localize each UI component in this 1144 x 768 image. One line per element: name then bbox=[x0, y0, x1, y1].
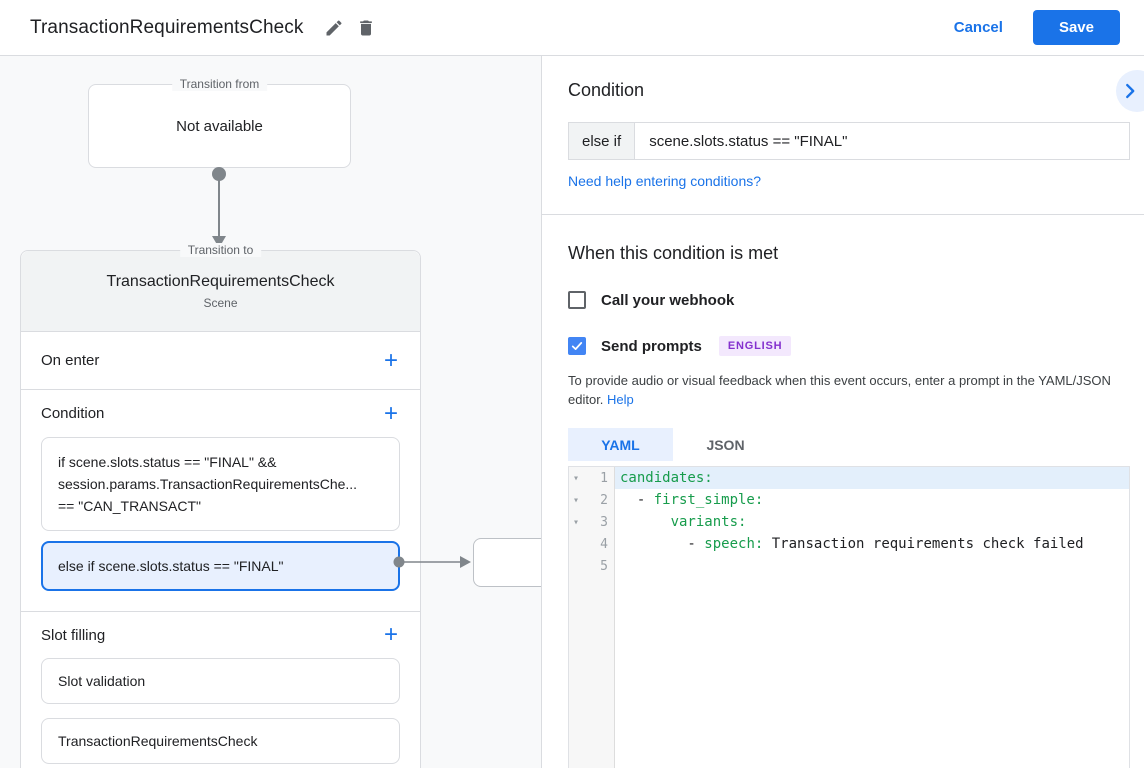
code-line[interactable]: variants: bbox=[670, 514, 747, 530]
line-number: 1 bbox=[600, 470, 608, 486]
condition-line: if scene.slots.status == "FINAL" && bbox=[58, 454, 277, 470]
tab-json[interactable]: JSON bbox=[673, 428, 778, 461]
transition-arrow bbox=[212, 167, 226, 248]
send-prompts-label: Send prompts bbox=[601, 337, 702, 355]
call-webhook-checkbox[interactable] bbox=[568, 291, 586, 309]
scene-type: Scene bbox=[203, 295, 238, 310]
code-line[interactable]: candidates: bbox=[615, 467, 1129, 489]
line-number: 5 bbox=[600, 558, 608, 574]
add-condition-button[interactable]: + bbox=[383, 399, 398, 427]
panel-title: Condition bbox=[568, 80, 645, 100]
line-number: 3 bbox=[600, 514, 608, 530]
chevron-right-icon bbox=[1119, 80, 1141, 102]
cancel-button[interactable]: Cancel bbox=[953, 19, 1003, 36]
add-slot-button[interactable]: + bbox=[383, 621, 398, 648]
transition-to-card: Transition to TransactionRequirementsChe… bbox=[20, 243, 421, 768]
save-button[interactable]: Save bbox=[1032, 10, 1120, 45]
code-line[interactable]: - speech: Transaction requirements check… bbox=[620, 536, 1084, 552]
editor-code-area[interactable]: candidates: - first_simple: variants: - … bbox=[615, 467, 1129, 768]
line-number: 2 bbox=[600, 492, 608, 508]
fold-arrow-icon[interactable]: ▾ bbox=[573, 494, 580, 506]
top-bar: TransactionRequirementsCheck Cancel Save bbox=[0, 0, 1144, 56]
condition-connector-arrow bbox=[393, 556, 471, 568]
prompts-description-text: To provide audio or visual feedback when… bbox=[568, 373, 1111, 407]
editor-gutter-row[interactable]: ▾1 bbox=[569, 467, 614, 489]
editor-gutter-row: 5 bbox=[569, 555, 614, 577]
transition-from-label: Transition from bbox=[171, 77, 268, 91]
slot-validation-item[interactable]: Slot validation bbox=[41, 658, 400, 704]
editor-gutter-row[interactable]: ▾2 bbox=[569, 489, 614, 511]
editor-gutter-row: 4 bbox=[569, 533, 614, 555]
on-enter-label: On enter bbox=[41, 352, 100, 369]
slot-filling-label: Slot filling bbox=[41, 626, 106, 644]
slot-transaction-item[interactable]: TransactionRequirementsCheck bbox=[41, 718, 400, 764]
scene-name: TransactionRequirementsCheck bbox=[106, 272, 335, 290]
fold-arrow-icon[interactable]: ▾ bbox=[573, 516, 580, 528]
condition-expression-input[interactable] bbox=[635, 122, 1130, 160]
condition-item[interactable]: if scene.slots.status == "FINAL" && sess… bbox=[41, 437, 400, 531]
send-prompts-checkbox[interactable] bbox=[568, 337, 586, 355]
check-icon bbox=[570, 339, 584, 353]
delete-scene-button[interactable] bbox=[350, 12, 382, 44]
condition-prefix: else if bbox=[568, 122, 636, 160]
call-webhook-label: Call your webhook bbox=[601, 291, 735, 309]
transition-to-label: Transition to bbox=[179, 243, 262, 257]
editor-gutter-row[interactable]: ▾3 bbox=[569, 511, 614, 533]
prompts-help-link[interactable]: Help bbox=[607, 392, 634, 407]
edit-title-button[interactable] bbox=[318, 12, 350, 44]
transition-target-node[interactable] bbox=[473, 538, 541, 587]
trash-icon bbox=[356, 18, 376, 38]
condition-item-selected[interactable]: else if scene.slots.status == "FINAL" bbox=[41, 541, 400, 591]
panel-divider bbox=[542, 214, 1144, 215]
editor-format-tabs: YAML JSON bbox=[568, 428, 1130, 461]
pencil-icon bbox=[324, 18, 344, 38]
condition-line: else if scene.slots.status == "FINAL" bbox=[58, 558, 284, 574]
collapse-panel-button[interactable] bbox=[1116, 70, 1144, 112]
add-on-enter-button[interactable]: + bbox=[383, 346, 398, 374]
language-badge: ENGLISH bbox=[718, 336, 792, 356]
code-line[interactable]: - first_simple: bbox=[620, 492, 764, 508]
condition-line: session.params.TransactionRequirementsCh… bbox=[58, 476, 358, 492]
when-condition-title: When this condition is met bbox=[568, 243, 779, 263]
transition-from-node[interactable]: Transition from Not available bbox=[88, 77, 351, 168]
code-line[interactable] bbox=[615, 555, 1129, 577]
fold-arrow-icon[interactable]: ▾ bbox=[573, 472, 580, 484]
scene-card-header[interactable]: TransactionRequirementsCheck Scene bbox=[21, 251, 420, 331]
page-title: TransactionRequirementsCheck bbox=[30, 16, 304, 38]
tab-yaml[interactable]: YAML bbox=[568, 428, 673, 461]
conditions-help-link[interactable]: Need help entering conditions? bbox=[568, 173, 762, 189]
condition-line: == "CAN_TRANSACT" bbox=[58, 498, 201, 514]
transition-from-content: Not available bbox=[176, 117, 263, 135]
condition-panel: Condition else if Need help entering con… bbox=[541, 56, 1144, 768]
condition-section-label: Condition bbox=[41, 405, 105, 422]
scene-diagram-canvas: Transition from Not available Transition… bbox=[0, 56, 541, 768]
line-number: 4 bbox=[600, 536, 608, 552]
prompts-description: To provide audio or visual feedback when… bbox=[568, 371, 1130, 409]
